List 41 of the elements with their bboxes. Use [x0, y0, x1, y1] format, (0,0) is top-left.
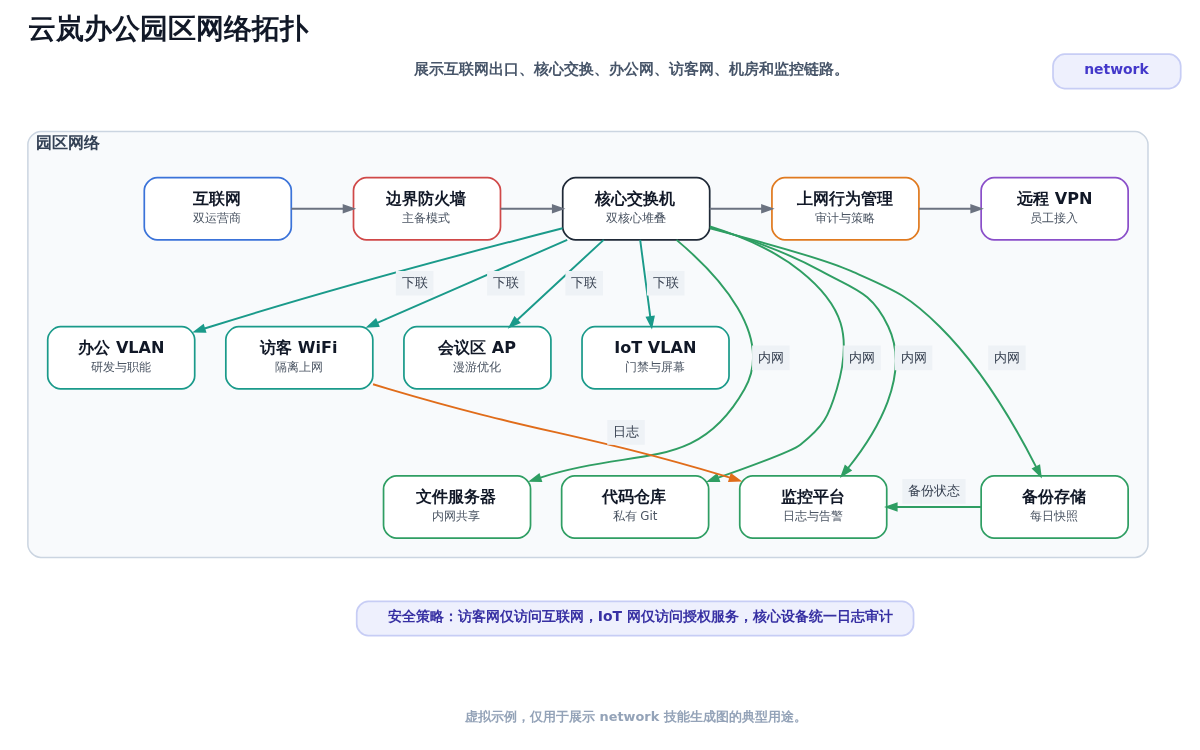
arrow	[528, 238, 754, 482]
edge-label: 备份状态	[908, 483, 961, 499]
label: 虚拟示例，仅用于展示 network 技能生成图的典型用途。	[465, 708, 807, 724]
node-box: 会议区 AP 漫游优化	[403, 325, 552, 390]
arrow	[918, 203, 984, 214]
arrow	[706, 225, 845, 482]
diagram-title: 云岚办公园区网络拓扑	[27, 11, 308, 45]
node-box: 核心交换机 双核心堆叠	[561, 176, 711, 241]
arrow	[499, 203, 566, 214]
arrow	[365, 238, 569, 328]
edge-label: 内网	[994, 349, 1021, 365]
edge-label: 日志	[613, 424, 640, 440]
edge-label: 内网	[849, 349, 876, 365]
arrow	[639, 238, 655, 330]
node-box: 边界防火墙 主备模式	[352, 176, 502, 241]
arrow	[708, 227, 1042, 479]
arrow	[884, 502, 982, 512]
node-box: 访客 WiFi 隔离上网	[224, 325, 374, 390]
edge-label: 下联	[492, 275, 519, 291]
node-box: 备份存储 每日快照	[980, 475, 1129, 539]
arrow	[708, 203, 775, 214]
edge-label: 下联	[401, 275, 428, 291]
edge-label: 内网	[757, 349, 784, 365]
node-box: 安全策略：访客网仅访问互联网，IoT 网仅访问授权服务，核心设备统一日志审计	[355, 600, 915, 637]
node-box: 文件服务器 内网共享	[382, 475, 532, 539]
node-box: 监控平台 日志与告警	[738, 475, 888, 539]
node-box: 远程 VPN 员工接入	[980, 176, 1129, 241]
node-box: IoT VLAN 门禁与屏幕	[581, 325, 730, 390]
node-box: 代码仓库 私有 Git	[560, 475, 710, 539]
edge-label: 下联	[571, 275, 598, 291]
label: 展示互联网出口、核心交换、办公网、访客网、机房和监控链路。	[414, 60, 850, 79]
node-box: 互联网 双运营商	[143, 176, 293, 241]
node-box: 办公 VLAN 研发与职能	[46, 325, 196, 390]
edge-label: 内网	[900, 349, 927, 365]
node-box: 上网行为管理 审计与策略	[771, 176, 920, 241]
arrow	[708, 226, 897, 478]
arrow	[372, 383, 743, 482]
arrow	[192, 227, 564, 333]
arrow	[290, 203, 357, 214]
edge-label: 下联	[652, 275, 679, 291]
node-box: network	[1052, 53, 1182, 90]
